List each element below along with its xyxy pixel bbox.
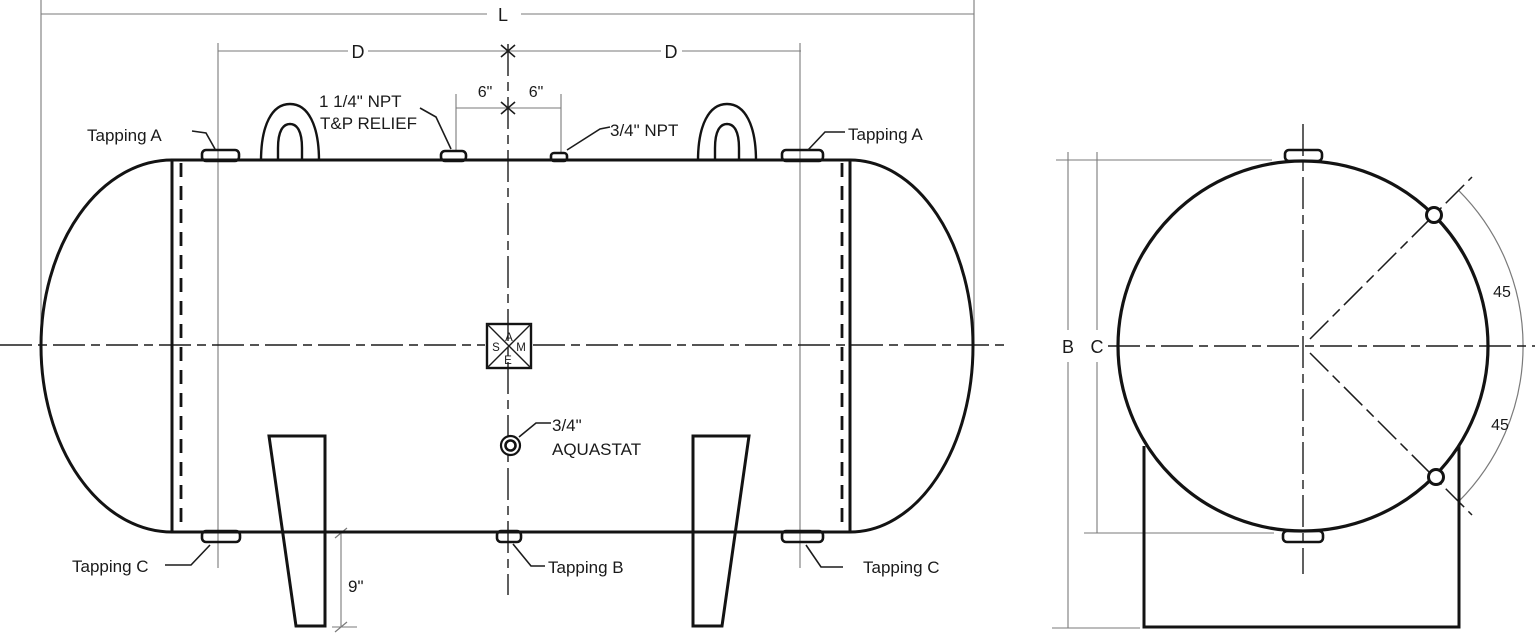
- tank-stand: [1142, 445, 1461, 629]
- tapping-a-right-flange: [780, 148, 825, 163]
- label-6in-right: 6": [529, 84, 544, 101]
- dim-line-9in: [332, 533, 357, 628]
- aquastat-port: [499, 434, 522, 457]
- label-tapping-c-left: Tapping C: [72, 557, 149, 576]
- asme-stamp: A S M E: [485, 322, 533, 370]
- diagonal-45-lower: [1309, 352, 1473, 516]
- tank-left-head: [39, 158, 173, 534]
- end-top-tapping-flange: [1283, 148, 1324, 163]
- leader-tp-relief: [419, 107, 452, 150]
- right-lug-outer: [696, 102, 758, 162]
- label-aquastat-1: 3/4": [552, 416, 582, 435]
- right-lug-inner: [713, 122, 741, 161]
- leader-tapping-c-right: [805, 544, 843, 568]
- tank-right-head: [849, 158, 975, 534]
- aquastat-outer-circle: [499, 434, 522, 457]
- end-view-centerlines: [1108, 124, 1535, 574]
- left-leg: [267, 434, 327, 628]
- label-tapping-a-left: Tapping A: [87, 126, 162, 145]
- aquastat-inner-circle: [504, 439, 517, 452]
- label-aquastat-2: AQUASTAT: [552, 440, 641, 459]
- label-tapping-b: Tapping B: [548, 558, 624, 577]
- asme-letter-a: A: [505, 332, 513, 344]
- leader-tapping-c-left: [165, 544, 211, 566]
- side-view: A S M E L D D 6" 6" Tapping: [0, 0, 1010, 633]
- asme-letter-m: M: [516, 342, 526, 354]
- support-legs: [267, 434, 751, 628]
- leader-aquastat: [518, 422, 551, 438]
- leader-tapping-b: [512, 543, 545, 567]
- label-tapping-c-right: Tapping C: [863, 558, 940, 577]
- label-6in-left: 6": [478, 84, 493, 101]
- leader-npt: [566, 126, 611, 151]
- leader-tapping-a-left: [191, 130, 216, 150]
- label-tp-relief-1: 1 1/4" NPT: [319, 92, 402, 111]
- tapping-b-flange: [495, 529, 523, 544]
- label-tp-relief-2: T&P RELIEF: [320, 114, 417, 133]
- end-view-outline: [1116, 148, 1490, 629]
- lifting-lugs: [259, 102, 758, 162]
- end-bottom-tapping-flange: [1281, 529, 1325, 544]
- label-d-left: D: [352, 42, 365, 62]
- right-leg: [691, 434, 751, 628]
- asme-stamp-box: [485, 322, 533, 370]
- end-view: B C 45 45: [1052, 124, 1535, 629]
- label-d-right: D: [665, 42, 678, 62]
- asme-letter-e: E: [504, 355, 512, 367]
- label-b: B: [1062, 337, 1074, 357]
- label-45-upper: 45: [1493, 284, 1511, 301]
- leader-lines: [165, 107, 845, 568]
- coupling-45-upper: [1425, 206, 1443, 224]
- label-npt: 3/4" NPT: [610, 121, 678, 140]
- leader-tapping-a-right: [807, 131, 845, 151]
- tapping-a-left-flange: [200, 148, 241, 163]
- label-tapping-a-right: Tapping A: [848, 125, 923, 144]
- side-view-tappings: [200, 148, 825, 544]
- tank-outline: [39, 158, 975, 534]
- label-c: C: [1091, 337, 1104, 357]
- left-lug-inner: [276, 122, 304, 161]
- diagonal-45-upper: [1309, 176, 1473, 340]
- coupling-45-lower: [1427, 468, 1445, 486]
- asme-stamp-diagonals: [486, 323, 532, 369]
- label-9in: 9": [348, 577, 364, 596]
- tp-relief-flange: [439, 149, 468, 163]
- ext-lines-6in: [455, 94, 562, 152]
- side-view-labels: L D D 6" 6" Tapping A 1 1/4" NPT T&P REL…: [72, 5, 940, 596]
- tapping-c-left-flange: [200, 529, 242, 544]
- left-lug-outer: [259, 102, 321, 162]
- side-view-centerlines: [0, 44, 1010, 595]
- side-view-dimension-lines: [40, 0, 975, 633]
- end-view-labels: B C 45 45: [1062, 284, 1511, 434]
- npt-flange: [549, 151, 569, 163]
- asme-letter-s: S: [492, 342, 500, 354]
- label-45-lower: 45: [1491, 417, 1509, 434]
- label-length: L: [498, 5, 508, 25]
- tapping-c-right-flange: [780, 529, 825, 544]
